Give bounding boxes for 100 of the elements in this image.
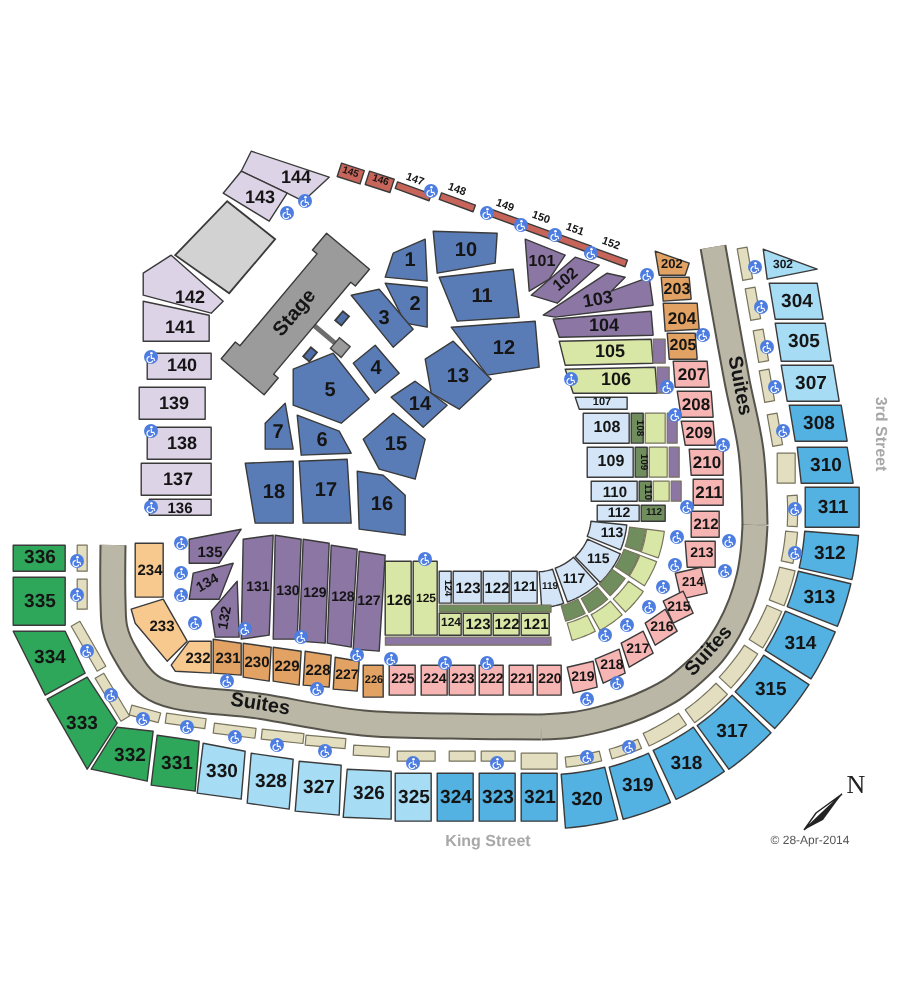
seat-section xyxy=(246,752,296,812)
seat-section xyxy=(520,612,552,638)
seat-section xyxy=(12,630,88,698)
seat-section xyxy=(672,360,712,390)
seat-row-strip xyxy=(670,480,684,504)
section-number: 320 xyxy=(571,789,603,809)
seat-section xyxy=(438,268,522,324)
seat-section xyxy=(764,610,837,681)
section-number: 18 xyxy=(262,483,286,504)
seat-section xyxy=(582,412,632,446)
section-number: 204 xyxy=(667,309,697,327)
section-number: 14 xyxy=(408,395,432,416)
suites-label: Suites xyxy=(228,691,292,721)
seat-section xyxy=(432,230,500,276)
section-number: 332 xyxy=(114,746,146,766)
section-number: 324 xyxy=(440,788,472,808)
seat-section xyxy=(150,734,202,794)
seat-section xyxy=(630,412,646,446)
section-number: 323 xyxy=(482,788,514,808)
section-number: 307 xyxy=(795,374,827,394)
seat-section xyxy=(436,772,476,824)
section-number: 319 xyxy=(621,776,654,796)
section-number: 143 xyxy=(244,188,275,207)
seat-row-strip xyxy=(352,744,392,760)
seat-row-strip xyxy=(447,749,477,763)
seat-row-strip xyxy=(644,412,668,446)
seat-row-strip xyxy=(652,480,672,504)
section-number: 312 xyxy=(813,543,846,563)
section-number: 315 xyxy=(755,680,787,700)
seat-section xyxy=(660,276,694,304)
section-number: 336 xyxy=(24,549,56,569)
seat-section xyxy=(335,162,365,186)
seat-row-strip xyxy=(520,752,560,772)
section-number: 211 xyxy=(695,484,723,502)
seat-section xyxy=(146,426,214,462)
seat-section xyxy=(680,420,718,448)
section-number: 141 xyxy=(164,318,195,337)
section-number: 101 xyxy=(528,253,556,270)
seat-section xyxy=(12,544,68,574)
section-number: 109 xyxy=(597,454,625,471)
seat-section xyxy=(520,772,560,824)
section-number: 328 xyxy=(255,772,287,792)
section-number: 335 xyxy=(24,592,56,612)
section-number: 108 xyxy=(593,420,621,437)
seat-section xyxy=(264,402,296,452)
north-label: N xyxy=(846,771,866,797)
seat-section xyxy=(640,504,668,524)
seat-section xyxy=(796,446,856,486)
stage xyxy=(220,231,372,396)
seat-section xyxy=(768,282,826,322)
section-number: 138 xyxy=(166,434,197,453)
seat-section xyxy=(762,248,820,282)
section-number: 318 xyxy=(670,754,703,774)
section-number: 104 xyxy=(588,317,619,336)
section-number: 207 xyxy=(677,366,707,384)
seat-section xyxy=(196,742,248,802)
seat-section xyxy=(148,498,214,518)
section-number: 3 xyxy=(378,309,390,330)
seat-section xyxy=(438,182,478,214)
seat-section xyxy=(574,396,630,412)
seat-section xyxy=(564,366,660,396)
street-label: King Street xyxy=(445,834,531,850)
seat-section xyxy=(596,504,642,524)
section-number: 10 xyxy=(454,241,478,262)
section-number: 5 xyxy=(324,381,336,402)
seat-section xyxy=(780,364,842,404)
seat-section xyxy=(676,390,716,420)
seat-section xyxy=(774,322,834,364)
seat-section xyxy=(362,412,428,482)
seat-section xyxy=(188,528,244,566)
section-number: 331 xyxy=(161,754,193,774)
section-number: 137 xyxy=(162,470,193,489)
seat-section xyxy=(384,238,430,284)
street-label: 3rd Street xyxy=(872,396,888,472)
section-number: 310 xyxy=(810,456,842,476)
seat-section xyxy=(142,300,212,344)
seat-section xyxy=(352,344,402,396)
seat-section xyxy=(478,772,518,824)
seat-section xyxy=(662,302,702,334)
section-number: 103 xyxy=(581,288,615,312)
section-number: 15 xyxy=(384,435,408,456)
section-number: 140 xyxy=(166,357,197,376)
seat-section xyxy=(272,534,304,642)
seat-section xyxy=(140,462,214,498)
seat-section xyxy=(146,352,214,382)
section-number: 304 xyxy=(781,292,813,312)
seat-section xyxy=(559,766,619,831)
section-number: 327 xyxy=(303,779,335,799)
seat-section xyxy=(666,332,700,362)
section-number: 12 xyxy=(492,339,516,360)
section-number: 1 xyxy=(404,251,416,272)
section-number: 11 xyxy=(471,287,493,308)
suites-label: Suites xyxy=(722,354,754,418)
section-number: 313 xyxy=(803,588,836,608)
seat-section xyxy=(558,338,656,368)
seat-section xyxy=(394,772,434,824)
section-number: 144 xyxy=(280,168,311,187)
seat-row-strip xyxy=(304,734,348,750)
section-number: 325 xyxy=(398,788,430,808)
seat-row-strip xyxy=(438,603,554,614)
